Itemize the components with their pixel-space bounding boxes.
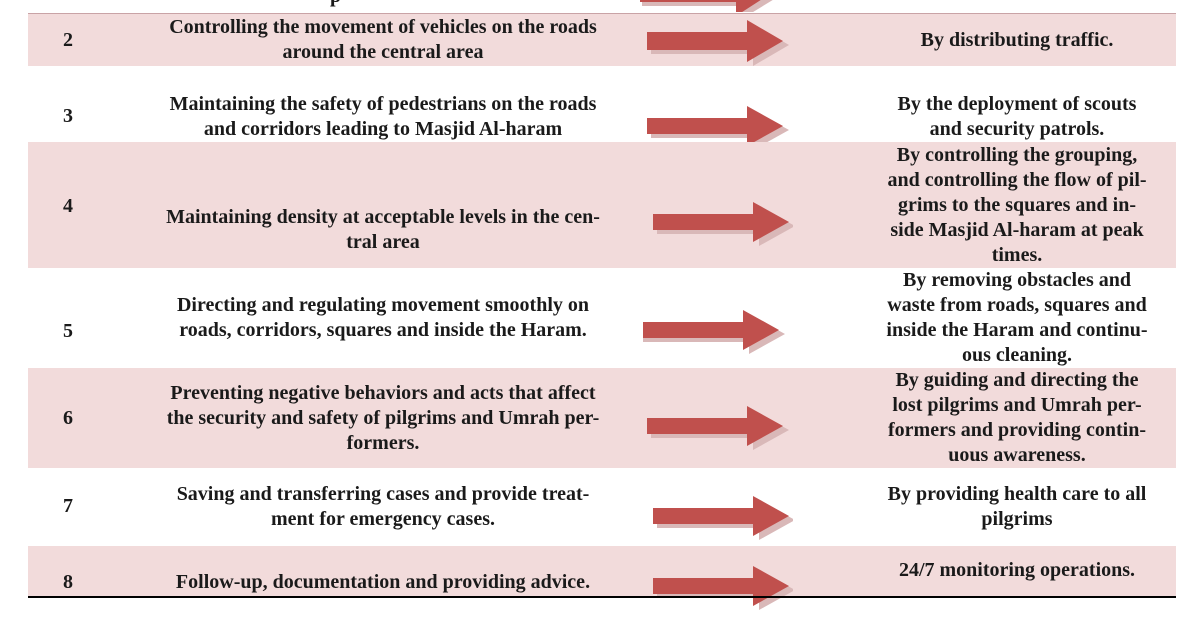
- table-row: 3 Maintaining the safety of pedestrians …: [28, 66, 1176, 150]
- arrow-right-icon: [633, 106, 803, 150]
- arrow-right-icon: [633, 406, 803, 450]
- arrow-right-icon: [633, 496, 803, 540]
- method-text: By guiding and directing the lost pilgri…: [888, 369, 1146, 466]
- table-row: 6 Preventing negative behaviors and acts…: [28, 368, 1176, 468]
- arrow-right-icon: [633, 566, 803, 610]
- task-text: Maintaining the safety of pedestrians on…: [169, 93, 597, 140]
- table-row: 7 Saving and transferring cases and prov…: [28, 468, 1176, 546]
- table-row: 8 Follow-up, documentation and providing…: [28, 546, 1176, 610]
- method-text: By controlling the grouping, and control…: [887, 143, 1147, 266]
- row-number: 5: [63, 320, 73, 342]
- row-number: 8: [63, 571, 73, 593]
- method-text: By the deployment of scouts and security…: [897, 93, 1137, 140]
- method-text: By removing obstacles and waste from roa…: [886, 269, 1148, 366]
- method-text: 24/7 monitoring operations.: [898, 559, 1136, 581]
- row-number: 4: [63, 195, 73, 217]
- table-row: 2 Controlling the movement of vehicles o…: [28, 14, 1176, 66]
- task-text: Controlling the movement of vehicles on …: [169, 16, 597, 63]
- table-row: 4 Maintaining density at acceptable leve…: [28, 142, 1176, 268]
- method-text: By distributing traffic.: [920, 28, 1114, 51]
- row-number: 7: [63, 495, 73, 517]
- table-bottom-border: [28, 596, 1176, 598]
- method-text: By providing health care to all pilgrims: [887, 483, 1147, 530]
- partial-row-text: p: [330, 0, 341, 6]
- task-text: Directing and regulating movement smooth…: [176, 294, 590, 341]
- arrow-right-icon: [633, 310, 803, 354]
- table-row: 5 Directing and regulating movement smoo…: [28, 268, 1176, 368]
- task-text: Saving and transferring cases and provid…: [176, 483, 590, 530]
- arrow-right-icon: [633, 20, 803, 66]
- row-number: 6: [63, 407, 73, 429]
- arrow-right-icon: [633, 202, 803, 246]
- task-text: Preventing negative behaviors and acts t…: [166, 382, 600, 454]
- row-number: 3: [63, 105, 73, 127]
- table-top-border: [28, 13, 1176, 14]
- row-number: 2: [63, 28, 73, 51]
- partial-arrow: [640, 0, 780, 12]
- task-text: Maintaining density at acceptable levels…: [166, 206, 600, 253]
- task-text: Follow-up, documentation and providing a…: [175, 571, 591, 593]
